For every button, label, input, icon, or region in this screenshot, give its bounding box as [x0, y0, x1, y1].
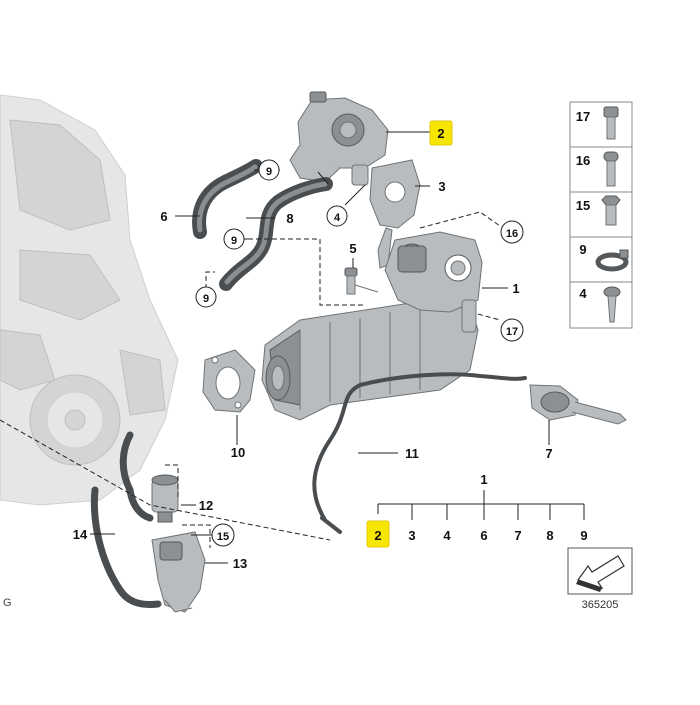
callout-16-label: 16	[506, 228, 518, 240]
callout-15-label: 15	[217, 531, 229, 543]
tree-child-6-label[interactable]: 6	[480, 528, 487, 543]
tree-child-7-label[interactable]: 7	[514, 528, 521, 543]
screw-round-icon	[603, 151, 619, 187]
callout-16[interactable]: 16	[500, 220, 524, 244]
hex-bolt-icon	[601, 195, 621, 226]
bracket-part-13	[151, 531, 206, 613]
valve-part-12	[151, 474, 179, 523]
callout-8-label[interactable]: 8	[286, 211, 293, 226]
legend-label-15: 15	[576, 198, 590, 213]
tree-child-8-label[interactable]: 8	[546, 528, 553, 543]
hose-clamp-icon	[595, 249, 629, 272]
legend-item-4[interactable]: 4	[579, 286, 621, 323]
tree-child-2-highlighted[interactable]: 2	[366, 520, 390, 548]
callout-2-label: 2	[437, 126, 444, 141]
callout-7-label[interactable]: 7	[545, 446, 552, 461]
callout-17[interactable]: 17	[500, 318, 524, 342]
coolant-hose-8	[219, 177, 333, 291]
callout-2-highlighted[interactable]: 2	[429, 120, 453, 146]
callout-9-middle[interactable]: 9	[223, 228, 245, 250]
callout-12-label[interactable]: 12	[199, 498, 213, 513]
coolant-hose-6	[192, 159, 263, 239]
callout-10-label[interactable]: 10	[231, 445, 245, 460]
callout-9-upper[interactable]: 9	[258, 159, 280, 181]
engine-block-illustration	[0, 94, 179, 506]
callout-3-label[interactable]: 3	[438, 179, 445, 194]
gasket-part	[202, 349, 256, 413]
fastener-legend: 17 16 15 9	[569, 101, 633, 329]
callout-4-label: 4	[334, 212, 341, 224]
vacuum-line-11	[312, 372, 527, 534]
callout-17-label: 17	[506, 326, 518, 338]
callout-15[interactable]: 15	[211, 523, 235, 547]
legend-label-9: 9	[579, 242, 586, 257]
callout-13-label[interactable]: 13	[233, 556, 247, 571]
diagram-number: 365205	[582, 599, 619, 611]
egr-valve-part	[289, 91, 389, 186]
hose-part-14	[90, 431, 162, 608]
callout-5-label[interactable]: 5	[349, 241, 356, 256]
legend-item-15[interactable]: 15	[576, 195, 621, 226]
callout-9-middle-label: 9	[231, 235, 237, 247]
legend-item-17[interactable]: 17	[576, 106, 619, 140]
callout-9-upper-label: 9	[266, 166, 272, 178]
legend-label-4: 4	[579, 286, 587, 301]
tree-child-4-label[interactable]: 4	[443, 528, 451, 543]
orientation-arrow-icon	[576, 555, 625, 592]
callout-14-label[interactable]: 14	[73, 527, 88, 542]
callout-9-lower[interactable]: 9	[195, 286, 217, 308]
orientation-box	[567, 547, 633, 595]
flange-bracket-part	[369, 159, 421, 269]
torx-screw-icon	[603, 286, 621, 323]
legend-label-16: 16	[576, 153, 590, 168]
legend-label-17: 17	[576, 109, 590, 124]
assembly-tree: 1 2 3 4 6 7 8 9	[366, 472, 588, 548]
screw-socket-icon	[603, 106, 619, 140]
tree-child-9-label[interactable]: 9	[580, 528, 587, 543]
legend-item-16[interactable]: 16	[576, 151, 619, 187]
callout-9-lower-label: 9	[203, 293, 209, 305]
tree-root-label[interactable]: 1	[480, 472, 487, 487]
callout-4[interactable]: 4	[326, 205, 348, 227]
egr-cooler-part	[261, 231, 483, 421]
callout-11-label[interactable]: 11	[405, 446, 419, 461]
vacuum-actuator-part	[529, 384, 627, 425]
tree-child-2-label: 2	[374, 528, 381, 543]
tree-child-3-label[interactable]: 3	[408, 528, 415, 543]
bolt-part	[344, 267, 379, 295]
legend-item-9[interactable]: 9	[579, 242, 629, 272]
callout-6-label[interactable]: 6	[160, 209, 167, 224]
callout-1-label[interactable]: 1	[512, 281, 519, 296]
edge-letter: G	[3, 597, 12, 609]
